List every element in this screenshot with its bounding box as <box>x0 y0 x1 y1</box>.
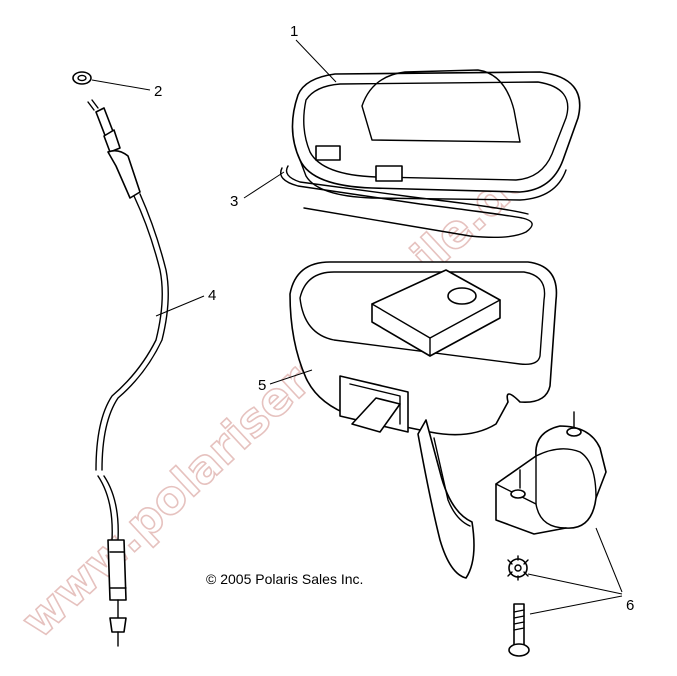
copyright-text: © 2005 Polaris Sales Inc. <box>206 571 363 587</box>
cable-part <box>87 99 169 647</box>
leader-4 <box>155 295 205 317</box>
housing-part <box>289 261 558 579</box>
cover-part <box>291 69 581 201</box>
callout-5: 5 <box>258 377 266 394</box>
callout-3: 3 <box>230 193 238 210</box>
bolt-part <box>508 603 530 657</box>
leader-6c <box>529 595 623 615</box>
leader-1 <box>295 39 337 83</box>
callout-2: 2 <box>154 83 162 100</box>
leader-2 <box>91 79 151 91</box>
callout-1: 1 <box>290 23 298 40</box>
clamp-part <box>495 411 607 535</box>
gasket-part <box>280 165 533 239</box>
leader-6a <box>595 527 623 593</box>
leader-6b <box>527 573 623 595</box>
callout-6: 6 <box>626 597 634 614</box>
washer-part <box>507 555 529 581</box>
callout-4: 4 <box>208 287 216 304</box>
ring-part <box>72 71 92 85</box>
leader-3 <box>243 171 285 199</box>
leader-5 <box>269 369 313 385</box>
